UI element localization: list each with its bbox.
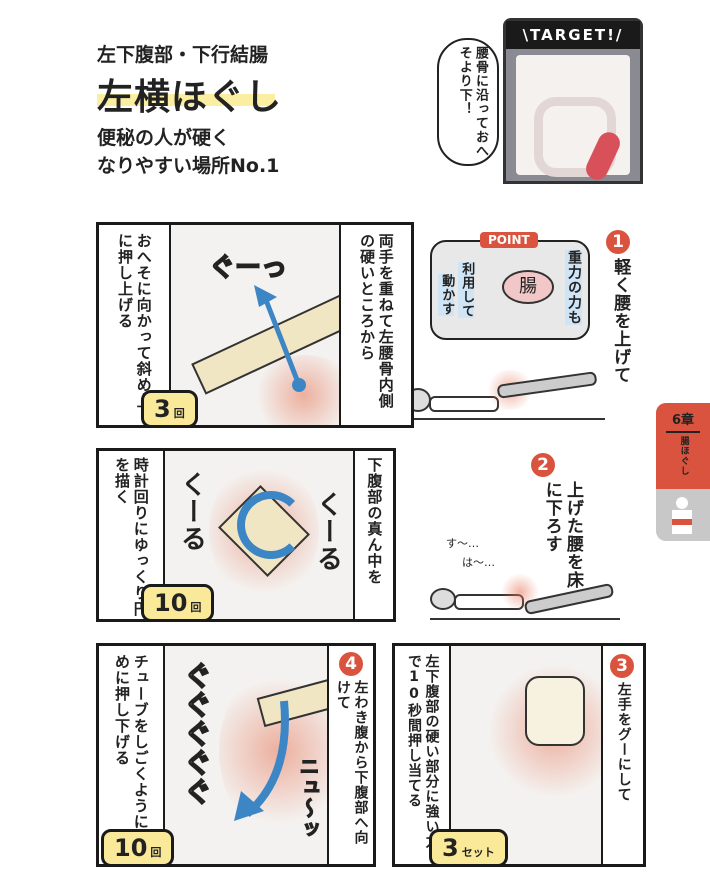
count-value: 10 xyxy=(154,589,188,617)
fist-illustration xyxy=(525,676,585,746)
count-value: 3 xyxy=(442,834,459,862)
panel-text: おへそに向かって斜め上に押し上げる xyxy=(116,233,153,409)
lying-figure-2 xyxy=(430,574,620,620)
breath-text: は〜… xyxy=(462,556,495,569)
lying-figure-1 xyxy=(405,370,605,420)
panel-text: チューブをしごくように強めに押し下げる xyxy=(113,654,150,846)
step-2: 2 上げた腰を床に下ろす xyxy=(523,453,583,591)
chapter-title: 腸ほぐし xyxy=(678,436,689,476)
step-number: 3 xyxy=(610,654,634,678)
point-label: POINT xyxy=(480,232,538,248)
panel-text-column: 左下腹部の硬い部分に強い力で10秒間押し当てる xyxy=(395,646,451,864)
point-bubble: POINT 腸 重力の力も 利用して 動かす xyxy=(430,232,590,340)
breath-text: す〜… xyxy=(446,537,479,550)
count-unit: 回 xyxy=(190,601,202,614)
section-subtitle: 左下腹部・下行結腸 xyxy=(97,44,269,66)
panel-step1-closeup: おへそに向かって斜め上に押し上げる ぐーっ 両手を重ねて左腰骨内側の硬いところか… xyxy=(96,222,414,428)
panel-text-column: 下腹部の真ん中を xyxy=(353,451,393,619)
panel-step4: チューブをしごくように強めに押し下げる ぐぐぐぐぐ ニュ〜ッ 4 左わき腹から下… xyxy=(96,643,376,867)
step-2-text: 上げた腰を床に下ろす xyxy=(541,481,583,589)
sfx-text: ぐぐぐぐぐ xyxy=(179,660,214,807)
count-value: 3 xyxy=(154,395,171,423)
target-bubble: 腰骨に沿っておへそより下！ xyxy=(437,38,499,166)
count-value: 10 xyxy=(114,834,148,862)
target-box: \TARGET!/ xyxy=(503,18,643,184)
point-text: 動かす xyxy=(438,274,455,316)
body-icon xyxy=(656,489,710,541)
target-bubble-text: 腰骨に沿っておへそより下！ xyxy=(456,46,488,158)
panel-text: 左手をグーにして xyxy=(615,682,632,802)
target-label: \TARGET!/ xyxy=(506,21,640,49)
panel-text-column: 両手を重ねて左腰骨内側の硬いところから xyxy=(339,225,411,425)
step-number: 1 xyxy=(606,230,630,254)
circular-arrow-icon xyxy=(237,491,305,559)
panel-text: 左わき腹から下腹部へ向けて xyxy=(335,680,369,845)
panel-text: 時計回りにゆっくり円を描く xyxy=(113,457,150,617)
panel-text: 下腹部の真ん中を xyxy=(365,457,384,585)
title-highlight xyxy=(97,94,275,106)
panel-text-column: チューブをしごくように強めに押し下げる xyxy=(99,646,165,864)
push-down-arrow-icon xyxy=(234,700,289,821)
point-text: 重力の力も xyxy=(564,250,582,325)
torso-illustration xyxy=(516,55,630,184)
count-unit: 回 xyxy=(150,846,162,859)
step-1: 1 軽く腰を上げて xyxy=(606,230,636,384)
panel-text: 両手を重ねて左腰骨内側の硬いところから xyxy=(358,233,395,409)
description-line: 便秘の人が硬く xyxy=(97,127,231,149)
panel-text-column: 4 左わき腹から下腹部へ向けて xyxy=(327,646,373,864)
step-number: 2 xyxy=(531,453,555,477)
push-arrow-icon xyxy=(254,285,306,392)
panel-text: 左下腹部の硬い部分に強い力で10秒間押し当てる xyxy=(406,654,440,849)
step-number: 4 xyxy=(339,652,363,676)
count-unit: セット xyxy=(461,846,495,859)
panel-text-column: 3 左手をグーにして xyxy=(601,646,643,864)
count-unit: 回 xyxy=(173,407,185,420)
chapter-tab[interactable]: 6章 腸ほぐし xyxy=(656,403,710,541)
sfx-text: ニュ〜ッ xyxy=(295,755,320,840)
intestine-shape: 腸 xyxy=(502,270,554,304)
sfx-text: ぐーっ xyxy=(208,252,288,284)
sfx-text: くーる xyxy=(176,471,207,552)
step-1-text: 軽く腰を上げて xyxy=(610,258,631,384)
description: 便秘の人が硬く なりやすい場所No.1 xyxy=(97,124,279,180)
sfx-text: くーる xyxy=(312,491,343,572)
chapter-number: 6章 xyxy=(671,413,695,428)
point-text: 利用して xyxy=(458,262,475,318)
description-line: なりやすい場所No.1 xyxy=(97,155,280,177)
page-title: 左横ほぐし xyxy=(97,77,283,118)
